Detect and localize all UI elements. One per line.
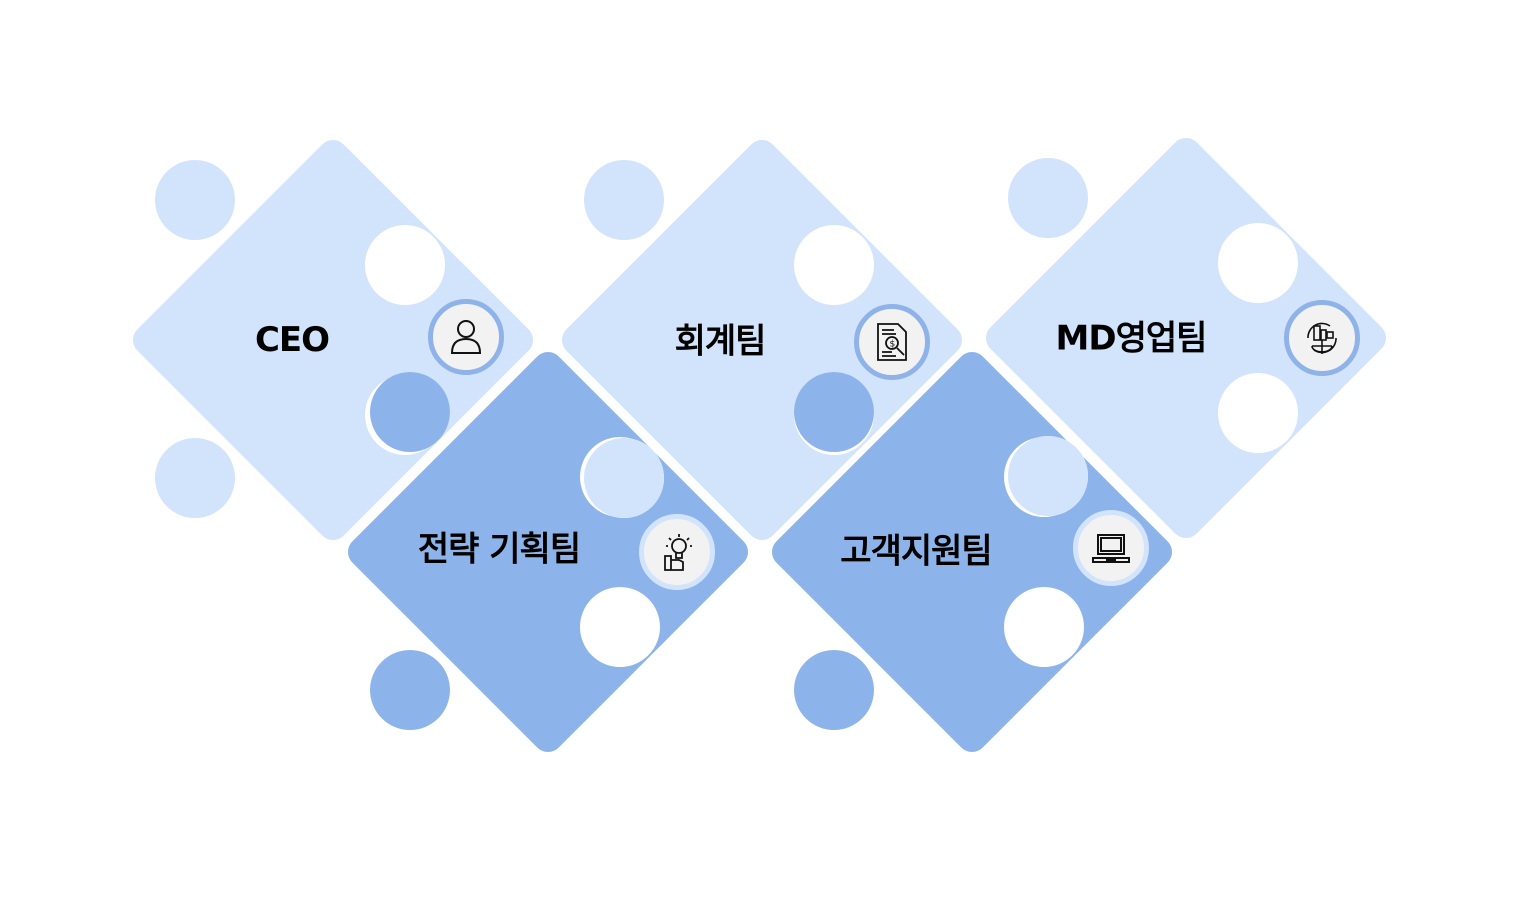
global-business-icon bbox=[1284, 300, 1360, 376]
piece-label-ceo: CEO bbox=[254, 320, 330, 360]
svg-text:$: $ bbox=[890, 340, 896, 350]
lightbulb-idea-icon bbox=[639, 514, 715, 590]
financial-report-icon: $ bbox=[854, 304, 930, 380]
laptop-icon bbox=[1073, 510, 1149, 586]
piece-label-strategy: 전략 기획팀 bbox=[417, 529, 581, 570]
piece-label-support: 고객지원팀 bbox=[840, 531, 992, 572]
piece-label-md-sales: MD영업팀 bbox=[1055, 318, 1208, 359]
user-icon bbox=[428, 299, 504, 375]
piece-label-accounting: 회계팀 bbox=[674, 321, 767, 362]
